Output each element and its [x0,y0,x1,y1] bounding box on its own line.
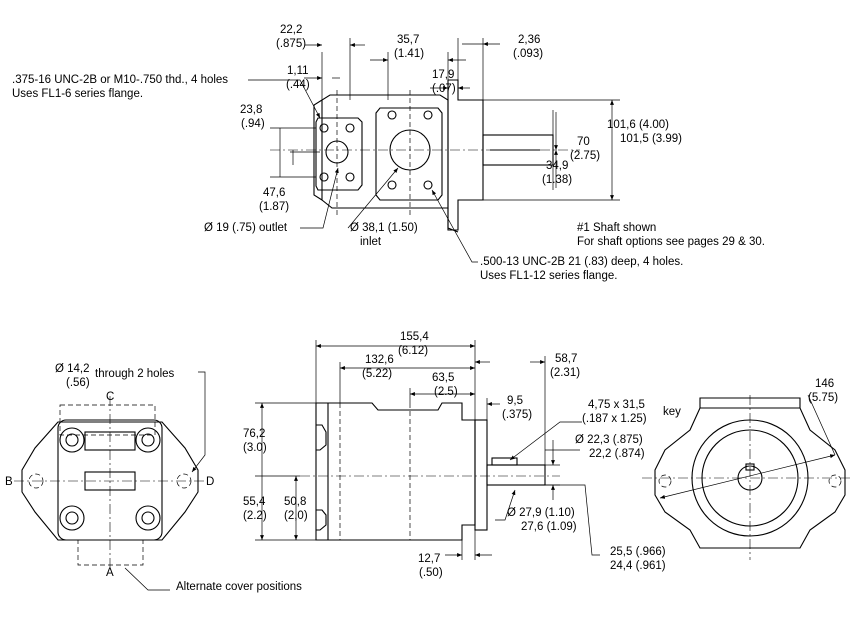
dim-1-11: 1,11 [287,65,309,77]
inlet-thread-note-1: .500-13 UNC-2B 21 (.83) deep, 4 holes. [480,256,683,268]
position-b: B [5,476,13,488]
dim-35-7: 35,7 [397,34,419,46]
dim-23-8-in: (.94) [241,118,265,130]
hole-note: through 2 holes [95,368,175,380]
dim-12-7: 12,7 [418,553,440,565]
key-dim-1: 4,75 x 31,5 [588,399,645,411]
dim-9-5: 9,5 [507,395,523,407]
dim-47-6-in: (1.87) [259,201,289,213]
dim-25-5: 25,5 (.966) [610,546,666,558]
dim-2-36-in: (.093) [513,48,543,60]
outlet-port [315,117,363,191]
shaft-note-1: #1 Shaft shown [577,222,656,234]
dim-17-9-in: (.07) [432,83,456,95]
dim-34-9-in: (1.38) [542,174,572,186]
dim-58-7-in: (2.31) [550,367,580,379]
dim-9-5-in: (.375) [502,409,532,421]
dim-27-9: Ø 27,9 (1.10) [507,507,575,519]
dim-76-2-in: (3.0) [243,442,267,454]
dim-55-4-in: (2.2) [243,510,267,522]
dim-22-2-in: (.875) [276,38,306,50]
dim-17-9: 17,9 [432,69,454,81]
side-view [255,340,600,560]
dim-76-2: 76,2 [243,428,265,440]
dim-155-4: 155,4 [400,331,429,343]
dim-12-7-in: (.50) [419,567,443,579]
inlet-label-2: inlet [360,236,382,248]
dim-63-5-in: (2.5) [434,386,458,398]
dim-70-in: (2.75) [570,150,600,162]
shaft-note-2: For shaft options see pages 29 & 30. [577,236,765,248]
outlet-thread-note-1: .375-16 UNC-2B or M10-.750 thd., 4 holes [12,74,228,86]
dim-132-6-in: (5.22) [362,368,392,380]
position-c: C [106,391,114,403]
dim-24-4: 24,4 (.961) [610,560,666,572]
dim-22-2: 22,2 (.874) [589,448,645,460]
dim-50-8-in: (2,0) [284,510,308,522]
outlet-thread-note-2: Uses FL1-6 series flange. [12,88,143,100]
inlet-port [375,107,443,201]
dim-1-11-in: (.44) [286,79,310,91]
inlet-thread-note-2: Uses FL1-12 series flange. [480,270,617,282]
dim-155-4-in: (6.12) [398,345,428,357]
dim-70: 70 [577,136,590,148]
dim-146-in: (5.75) [808,392,838,404]
key-dim-2: (.187 x 1.25) [582,413,647,425]
key-word: key [663,406,681,418]
dim-101-6: 101,6 (4.00) [607,119,669,131]
dim-22-3: Ø 22,3 (.875) [575,434,643,446]
right-view [642,394,853,560]
dim-146: 146 [815,378,834,390]
hole-dia: Ø 14,2 [55,363,90,375]
dim-132-6: 132,6 [365,354,394,366]
outlet-label: Ø 19 (.75) outlet [204,222,288,234]
dim-55-4: 55,4 [243,496,266,508]
alt-cover-note: Alternate cover positions [176,581,302,593]
top-view [248,38,620,263]
dim-22-2: 22,2 [280,24,302,36]
position-d: D [206,476,214,488]
dim-58-7: 58,7 [555,353,577,365]
dim-27-6: 27,6 (1.09) [521,521,577,533]
dim-35-7-in: (1.41) [394,48,424,60]
position-a: A [106,567,114,579]
dim-2-36: 2,36 [518,34,540,46]
inlet-label-1: Ø 38,1 (1.50) [350,222,418,234]
left-view [14,371,206,591]
dim-63-5: 63,5 [432,372,454,384]
dim-34-9: 34,9 [546,160,568,172]
dim-101-5: 101,5 (3.99) [620,133,682,145]
dim-50-8: 50,8 [284,496,306,508]
dim-23-8: 23,8 [240,104,262,116]
hole-dia-in: (.56) [66,377,90,389]
dim-47-6: 47,6 [263,187,285,199]
